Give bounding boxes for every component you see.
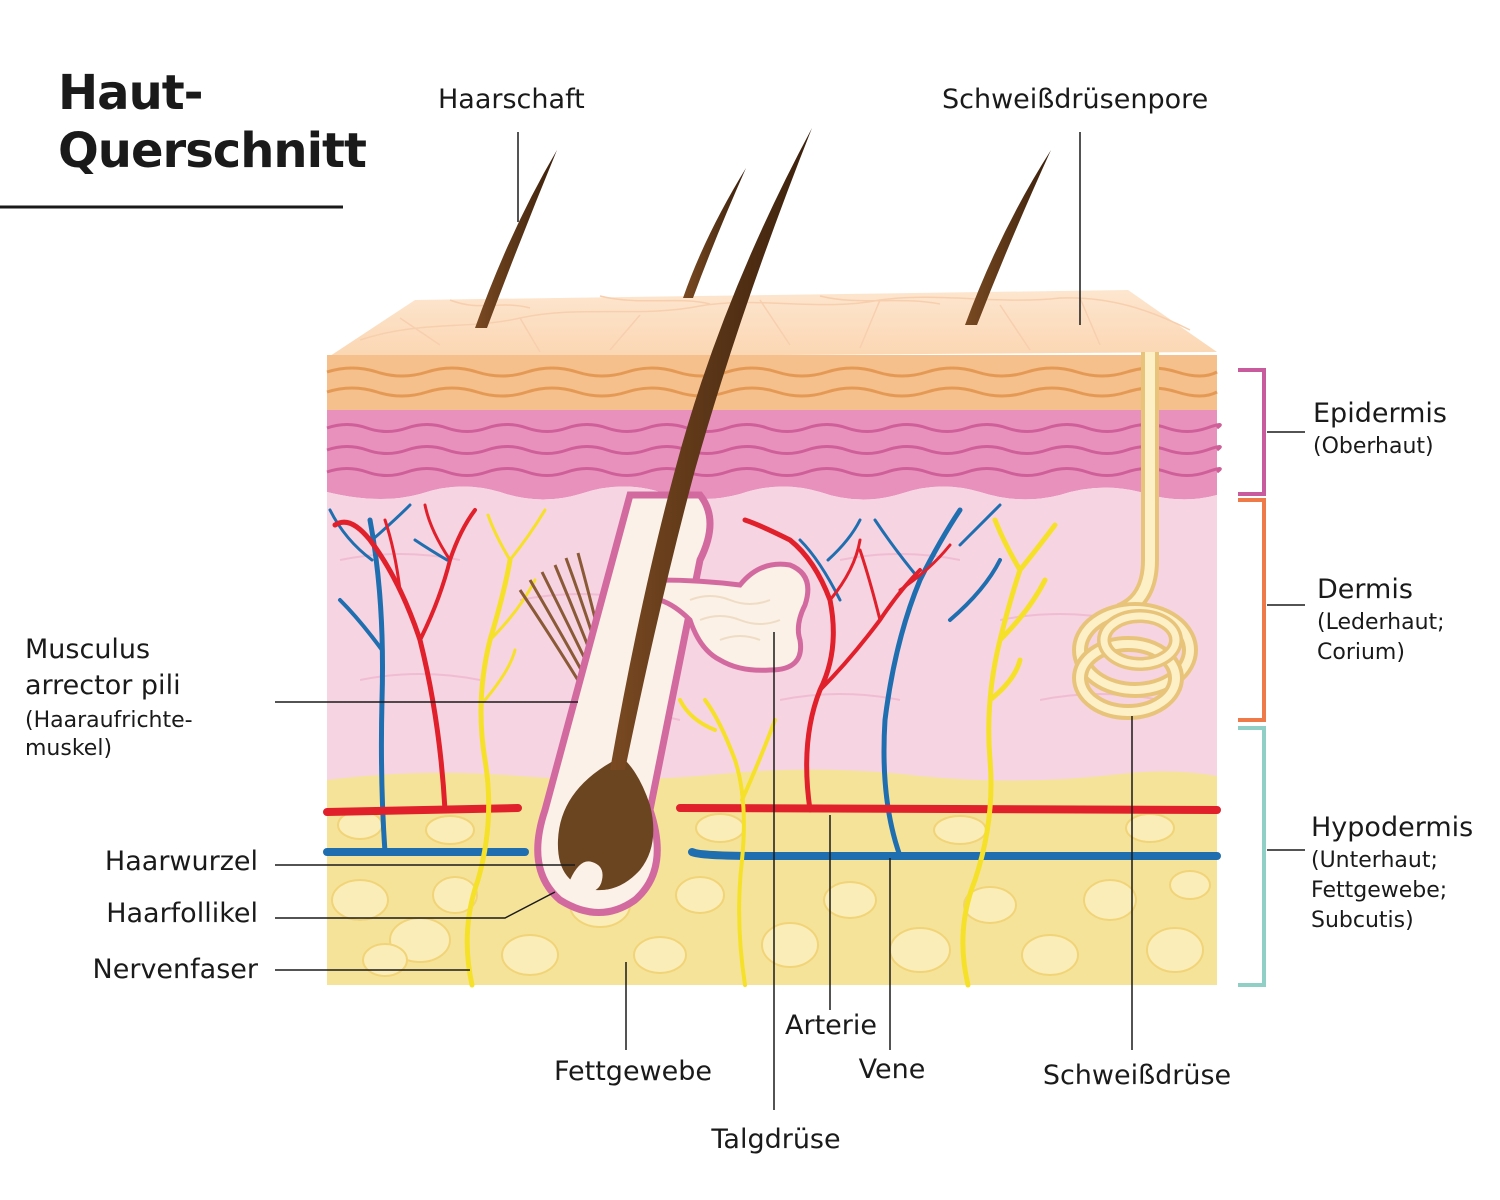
label-musculus-line1: Musculus [25, 634, 151, 665]
label-nervenfaser: Nervenfaser [92, 954, 258, 985]
label-dermis: Dermis [1317, 574, 1413, 605]
label-hypodermis-sub1: (Unterhaut; [1311, 848, 1438, 873]
sebaceous-gland-texture [689, 595, 781, 641]
leader-lines [275, 132, 1305, 1110]
page-title: Haut- Querschnitt [58, 64, 367, 180]
label-epidermis: Epidermis [1313, 398, 1447, 429]
hair-shaft-middle [683, 168, 746, 298]
label-dermis-sub1: (Lederhaut; [1317, 610, 1445, 635]
artery-network [323, 503, 1221, 816]
label-hypodermis: Hypodermis [1311, 812, 1474, 843]
label-hypodermis-sub2: Fettgewebe; [1311, 878, 1448, 903]
main-hair-shaft [610, 128, 812, 770]
label-musculus-sub2: muskel) [25, 736, 113, 761]
nerve-network [464, 508, 1058, 988]
hypodermis-bracket [1238, 726, 1266, 987]
label-haarwurzel: Haarwurzel [104, 846, 258, 877]
epidermis-waves [326, 423, 1222, 477]
hair-shaft-right [965, 150, 1051, 325]
vein-network [323, 503, 1221, 860]
label-musculus-line2: arrector pili [25, 670, 181, 701]
dermal-papilla [570, 861, 603, 893]
label-haarschaft: Haarschaft [438, 84, 585, 115]
sweat-gland-coil [1072, 602, 1198, 720]
label-fettgewebe: Fettgewebe [553, 1056, 713, 1087]
layer-brackets [1238, 368, 1266, 987]
page-title-line2: Querschnitt [58, 123, 367, 179]
skin-surface [327, 290, 1217, 358]
label-arterie: Arterie [785, 1010, 877, 1041]
hair-shaft-left [475, 150, 557, 328]
label-haarfollikel: Haarfollikel [106, 898, 258, 929]
label-epidermis-sub1: (Oberhaut) [1313, 434, 1434, 459]
epidermis-outer-waves [326, 366, 1218, 398]
epidermis-bracket [1238, 368, 1266, 496]
label-vene: Vene [858, 1054, 926, 1085]
label-dermis-sub2: Corium) [1317, 640, 1405, 665]
epidermis-outer-layer [327, 355, 1217, 415]
label-talgdruese: Talgdrüse [711, 1124, 841, 1155]
dermis-bracket [1238, 498, 1266, 722]
label-hypodermis-sub3: Subcutis) [1311, 908, 1414, 933]
label-musculus-sub1: (Haaraufrichte- [25, 708, 193, 733]
epidermis-layer [327, 410, 1217, 500]
hair-root [557, 760, 654, 891]
page-title-line1: Haut- [58, 65, 204, 121]
label-schweissdruesenpore: Schweißdrüsenpore [942, 84, 1209, 115]
label-schweissdruese: Schweißdrüse [1042, 1060, 1232, 1091]
